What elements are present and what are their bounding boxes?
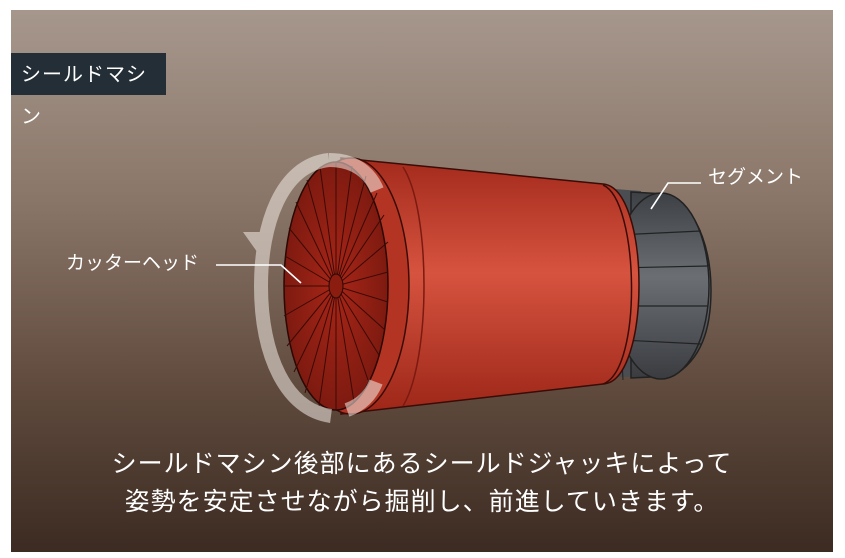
caption: シールドマシン後部にあるシールドジャッキによって 姿勢を安定させながら掘削し、前… xyxy=(11,445,833,521)
diagram-stage: シールドマシン セグメント カッターヘッド シールドマシン後部にあるシールドジャ… xyxy=(11,10,833,552)
segment-label: セグメント xyxy=(708,166,804,188)
diagram-title: シールドマシン xyxy=(11,53,166,128)
caption-line-2: 姿勢を安定させながら掘削し、前進していきます。 xyxy=(124,487,720,516)
cutter-head-label: カッターヘッド xyxy=(66,252,200,274)
caption-line-1: シールドマシン後部にあるシールドジャッキによって xyxy=(111,449,733,478)
leader-lines xyxy=(216,182,701,284)
shield-machine-illustration xyxy=(216,153,712,423)
cutter-face xyxy=(283,161,389,411)
rotation-arrow-icon xyxy=(243,153,384,423)
